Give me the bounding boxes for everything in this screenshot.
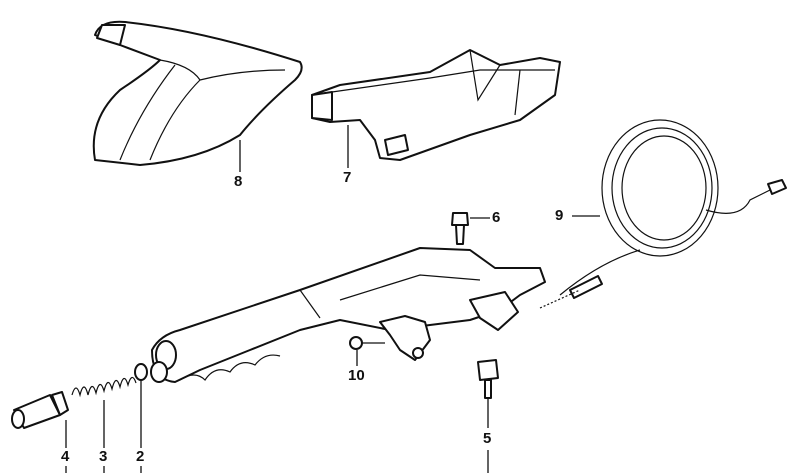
callout-3: 3 [99, 448, 108, 465]
callout-5: 5 [483, 430, 492, 447]
callout-8: 8 [234, 173, 243, 190]
callout-9: 9 [555, 207, 564, 224]
leader-lines [65, 125, 600, 473]
callout-4: 4 [61, 448, 70, 465]
callout-7: 7 [343, 169, 352, 186]
part-2-washer [134, 361, 168, 383]
part-3-spring [71, 376, 137, 398]
part-6-bolt [451, 212, 469, 245]
part-9-cable-coil [539, 119, 787, 309]
part-5-clip [477, 359, 499, 399]
part-10-nut [349, 336, 363, 350]
callout-10: 10 [348, 367, 365, 384]
part-8-boot-cover [92, 20, 303, 166]
callout-2: 2 [136, 448, 145, 465]
part-7-console [311, 49, 561, 161]
handbrake-lever [151, 247, 546, 383]
callout-6: 6 [492, 209, 501, 226]
part-4-knob [11, 391, 69, 429]
